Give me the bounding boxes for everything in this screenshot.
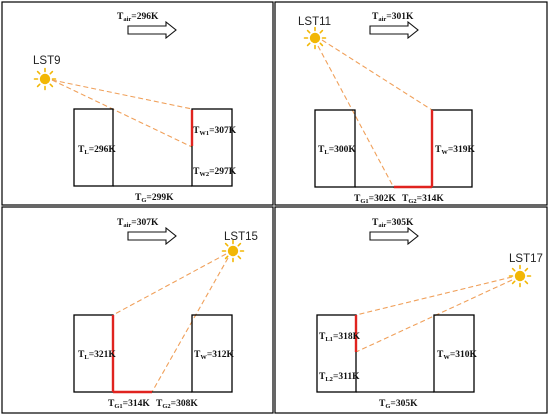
right-building <box>191 108 233 187</box>
left-building <box>314 109 356 188</box>
time-label: LST17 <box>509 253 543 265</box>
sun-icon <box>221 239 245 263</box>
sun-ray <box>355 279 513 353</box>
panel-frame <box>1 1 274 206</box>
panel-lst11: Tair=301K LST11 TL=300K TW=319K TG1=302K… <box>274 1 548 206</box>
sun-ray <box>355 276 513 316</box>
ground-shaded-temp: TG2=308K <box>156 399 198 410</box>
air-temp-label: Tair=296K <box>117 12 159 23</box>
ground-temp: TG=299K <box>135 193 174 204</box>
left-building <box>73 108 114 187</box>
right-wall-temp: TW=312K <box>194 350 235 361</box>
sun-ray <box>51 79 193 148</box>
air-temp-label: Tair=307K <box>117 218 159 229</box>
wind-arrow-icon <box>127 21 177 39</box>
left-wall-temp: TL=300K <box>318 145 356 156</box>
right-building <box>191 314 233 393</box>
left-wall-temp: TL=296K <box>78 145 116 156</box>
wind-arrow-icon <box>369 21 419 39</box>
sun-icon <box>33 67 57 91</box>
panel-lst9: Tair=296K LST9 TL=296K TW1=307K TW2=297K… <box>1 1 274 206</box>
ground-temp: TG=305K <box>379 399 418 410</box>
right-wall-upper-temp: TW1=307K <box>193 126 237 137</box>
time-label: LST11 <box>298 16 331 28</box>
sun-icon <box>508 264 532 288</box>
air-temp-label: Tair=305K <box>372 218 414 229</box>
time-label: LST9 <box>33 55 61 67</box>
left-wall-upper-temp: TL1=318K <box>319 332 361 343</box>
sun-ray <box>317 45 395 189</box>
ground-sunlit-temp: TG2=314K <box>402 194 444 205</box>
panel-frame <box>274 206 548 414</box>
ground-sunlit-temp: TG1=314K <box>108 399 150 410</box>
wind-arrow-icon <box>369 227 419 245</box>
ground-shaded-temp: TG1=302K <box>354 194 396 205</box>
air-temp-label: Tair=301K <box>372 12 414 23</box>
left-wall-temp: TL=321K <box>78 350 116 361</box>
time-label: LST15 <box>224 231 258 243</box>
wind-arrow-icon <box>127 227 177 245</box>
panel-lst15: Tair=307K LST15 TL=321K TW=312K TG1=314K… <box>1 206 274 414</box>
left-building <box>316 314 357 393</box>
sun-icon <box>303 26 327 50</box>
panel-frame <box>1 206 274 414</box>
sun-ray <box>51 79 193 110</box>
panel-lst17: Tair=305K LST17 TL1=318K TL2=311K TW=310… <box>274 206 548 414</box>
right-wall-temp: TW=319K <box>435 145 476 156</box>
sun-ray <box>112 253 227 316</box>
right-wall-temp: TW=310K <box>437 350 478 361</box>
sun-ray <box>151 257 229 393</box>
sun-ray <box>321 39 433 111</box>
right-wall-lower-temp: TW2=297K <box>193 167 237 178</box>
left-wall-lower-temp: TL2=311K <box>319 372 360 383</box>
right-building <box>433 314 475 393</box>
panel-frame <box>274 1 548 206</box>
